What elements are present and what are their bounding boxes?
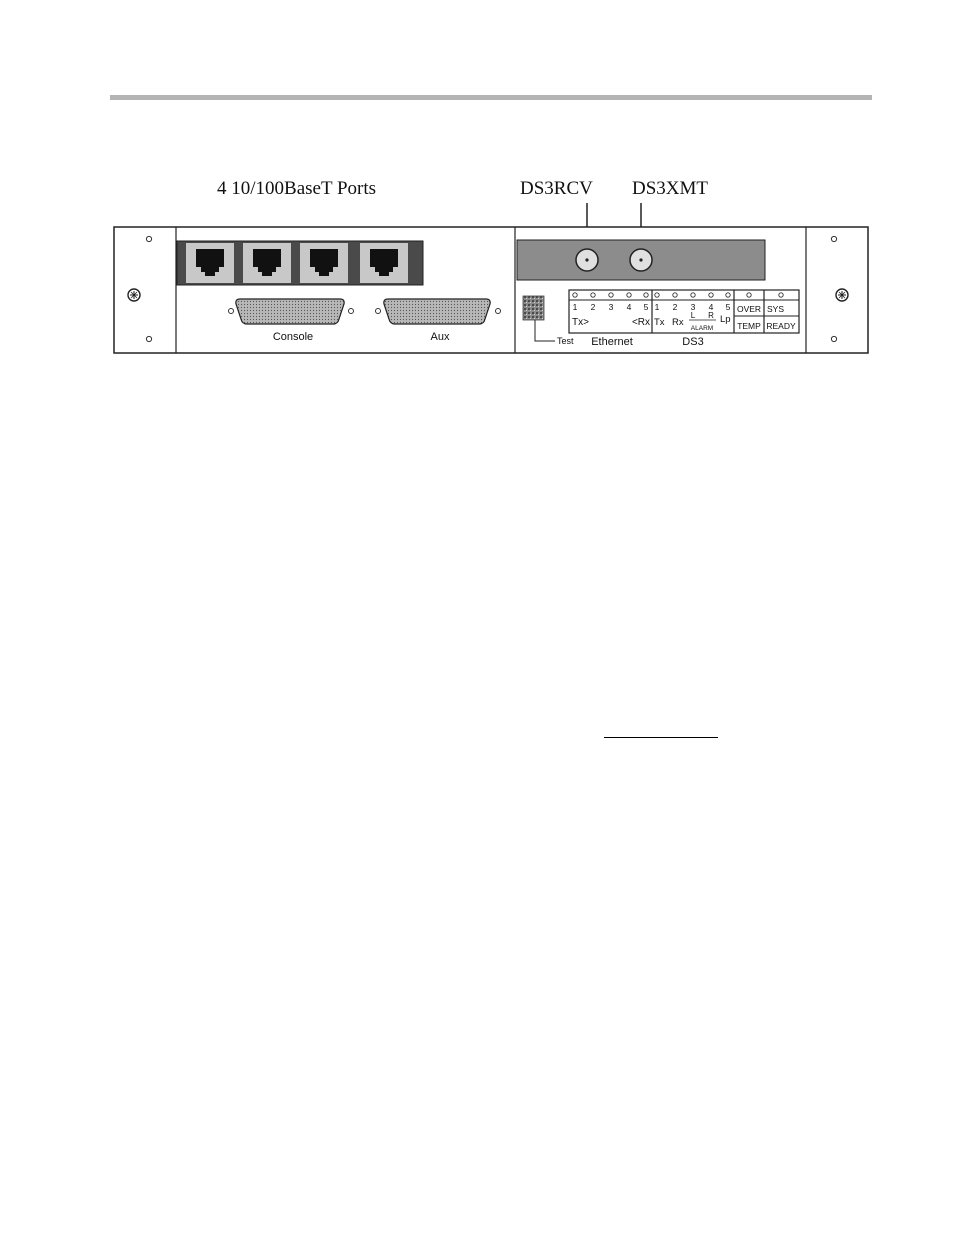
ear-hole-icon xyxy=(831,236,836,241)
front-panel-diagram: Console Aux Test 1 2 3 4 5 Tx> <Rx Ether… xyxy=(0,0,954,400)
ear-hole-icon xyxy=(146,236,151,241)
sys-ready-led-icon xyxy=(779,293,783,297)
ethernet-led-number: 1 xyxy=(573,302,578,312)
ds3-led-number: 5 xyxy=(726,302,731,312)
ethernet-led-number: 2 xyxy=(591,302,596,312)
ds3-title: DS3 xyxy=(682,336,703,348)
ready-label: READY xyxy=(766,321,796,331)
temp-label: TEMP xyxy=(737,321,761,331)
ds3-lp-label: Lp xyxy=(720,314,731,325)
mounting-screw-icon xyxy=(836,289,848,301)
ds3-tx-label: Tx xyxy=(654,317,665,328)
rj45-port-icon[interactable] xyxy=(360,243,408,283)
test-button[interactable] xyxy=(523,296,544,320)
console-db25-connector[interactable] xyxy=(229,299,354,324)
ds3-alarm-label: ALARM xyxy=(691,325,713,332)
over-label: OVER xyxy=(737,304,761,314)
ds3-l-label: L xyxy=(691,311,696,320)
rj45-port-icon[interactable] xyxy=(300,243,348,283)
rj45-port-icon[interactable] xyxy=(186,243,234,283)
console-label: Console xyxy=(273,331,313,343)
sys-label: SYS xyxy=(767,304,784,314)
ethernet-led-number: 4 xyxy=(627,302,632,312)
ethernet-led-number: 5 xyxy=(644,302,649,312)
ds3-r-label: R xyxy=(708,311,714,320)
ds3-led-number: 1 xyxy=(655,302,660,312)
rj45-port-icon[interactable] xyxy=(243,243,291,283)
ds3rcv-bnc-connector[interactable] xyxy=(576,249,598,271)
ethernet-rx-label: <Rx xyxy=(632,317,650,328)
ds3-led-number: 2 xyxy=(673,302,678,312)
ear-hole-icon xyxy=(146,336,151,341)
aux-label: Aux xyxy=(431,331,450,343)
over-temp-led-icon xyxy=(747,293,751,297)
ethernet-tx-label: Tx> xyxy=(572,317,589,328)
ds3xmt-bnc-connector[interactable] xyxy=(630,249,652,271)
ear-hole-icon xyxy=(831,336,836,341)
ethernet-led-number: 3 xyxy=(609,302,614,312)
separator-line xyxy=(604,737,718,738)
ethernet-title: Ethernet xyxy=(591,336,633,348)
mounting-screw-icon xyxy=(128,289,140,301)
aux-db25-connector[interactable] xyxy=(376,299,501,324)
ds3-rx-label: Rx xyxy=(672,317,684,328)
test-label: Test xyxy=(557,336,574,346)
